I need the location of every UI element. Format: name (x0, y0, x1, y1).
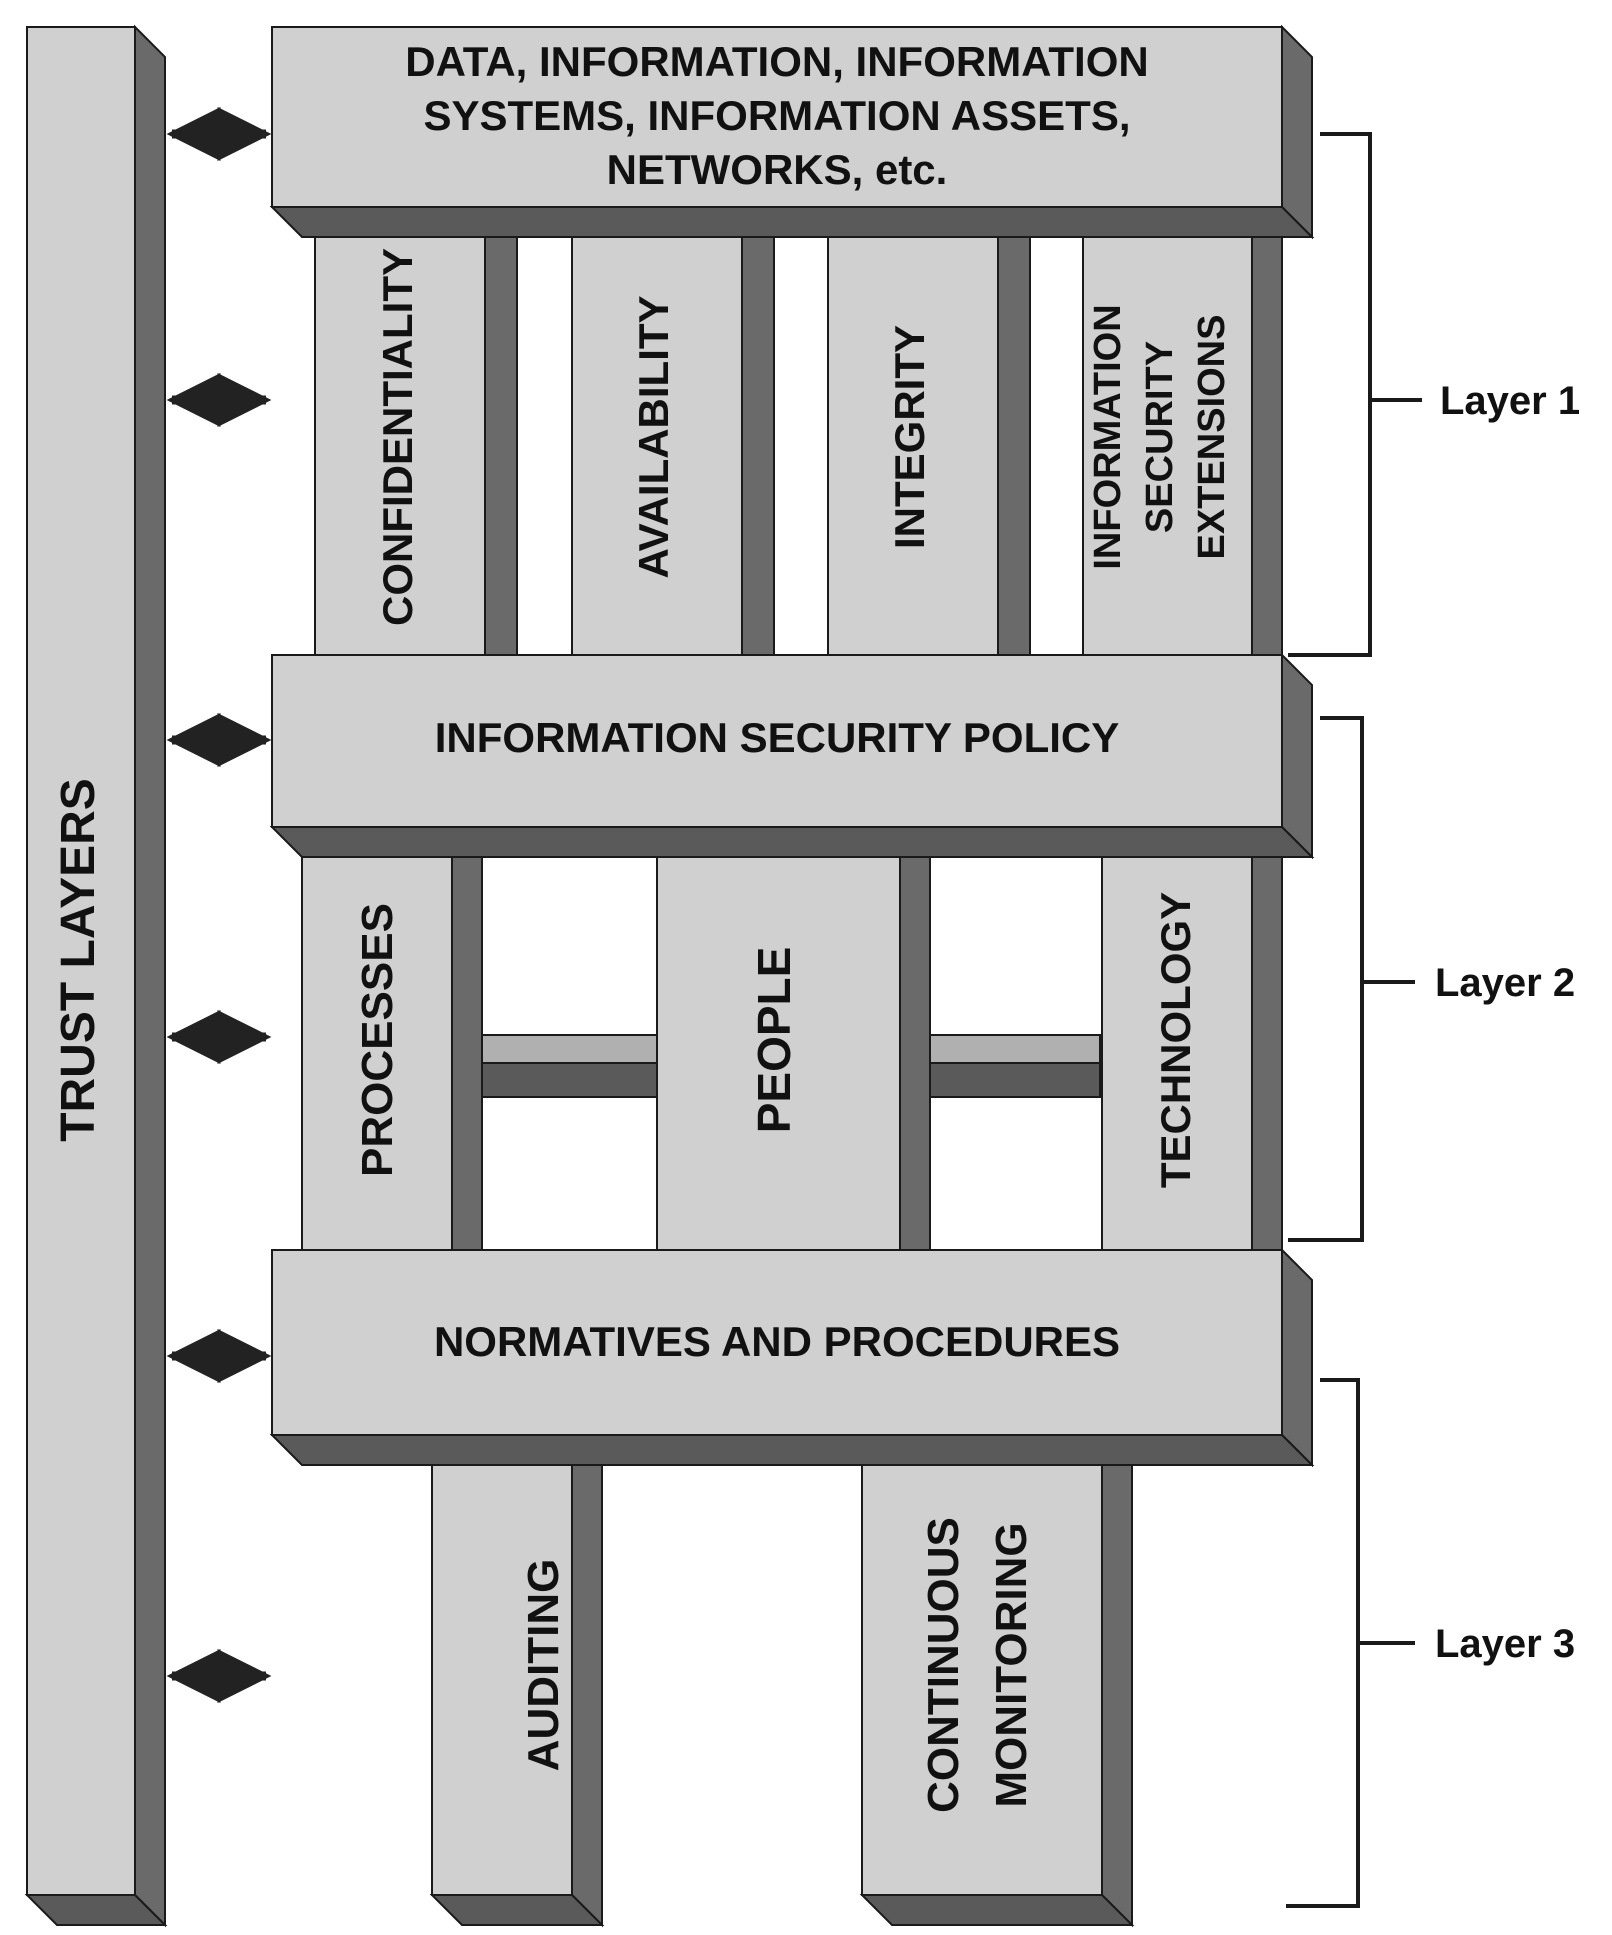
extensions-label-line2: SECURITY (1139, 341, 1181, 533)
continuous-monitoring-pillar: CONTINUOUS MONITORING (859, 1432, 1135, 1928)
integrity-pillar: INTEGRITY (773, 204, 1031, 656)
extensions-label-line3: EXTENSIONS (1191, 315, 1233, 560)
information-security-extensions-pillar: INFORMATION SECURITY EXTENSIONS (1029, 204, 1283, 656)
continuous-monitoring-label-line1: CONTINUOUS (919, 1517, 968, 1813)
trust-arrows (166, 107, 272, 1703)
extensions-label-line1: INFORMATION (1087, 304, 1129, 569)
processes-pillar: PROCESSES (301, 824, 483, 1251)
layer2-label: Layer 2 (1435, 961, 1575, 1005)
integrity-label: INTEGRITY (886, 325, 933, 549)
data-block-line3: NETWORKS, etc. (607, 146, 948, 193)
normatives-and-procedures-block: NORMATIVES AND PROCEDURES (269, 1247, 1315, 1468)
layer1-label: Layer 1 (1440, 379, 1580, 423)
continuous-monitoring-label-line2: MONITORING (987, 1522, 1036, 1807)
availability-label: AVAILABILITY (630, 295, 677, 578)
technology-label: TECHNOLOGY (1152, 892, 1199, 1188)
layer1-bracket: Layer 1 (1288, 132, 1580, 657)
auditing-label: AUDITING (519, 1559, 568, 1772)
processes-label: PROCESSES (353, 903, 402, 1177)
trust-layers-label: TRUST LAYERS (52, 778, 105, 1142)
normatives-and-procedures-label: NORMATIVES AND PROCEDURES (434, 1318, 1120, 1365)
information-security-policy-block: INFORMATION SECURITY POLICY (269, 652, 1315, 860)
auditing-pillar: AUDITING (429, 1432, 605, 1928)
people-pillar: PEOPLE (481, 824, 931, 1251)
data-block-line1: DATA, INFORMATION, INFORMATION (405, 38, 1148, 85)
confidentiality-label: CONFIDENTIALITY (374, 248, 421, 626)
trust-layers-column: TRUST LAYERS (24, 24, 168, 1928)
layer3-label: Layer 3 (1435, 1622, 1575, 1666)
layer3-bracket: Layer 3 (1286, 1378, 1575, 1908)
data-block-line2: SYSTEMS, INFORMATION ASSETS, (423, 92, 1130, 139)
data-information-block: DATA, INFORMATION, INFORMATION SYSTEMS, … (269, 24, 1315, 240)
availability-pillar: AVAILABILITY (516, 204, 775, 656)
layer2-bracket: Layer 2 (1288, 716, 1575, 1242)
confidentiality-pillar: CONFIDENTIALITY (314, 204, 518, 656)
information-security-policy-label: INFORMATION SECURITY POLICY (435, 714, 1119, 761)
people-label: PEOPLE (748, 947, 800, 1134)
